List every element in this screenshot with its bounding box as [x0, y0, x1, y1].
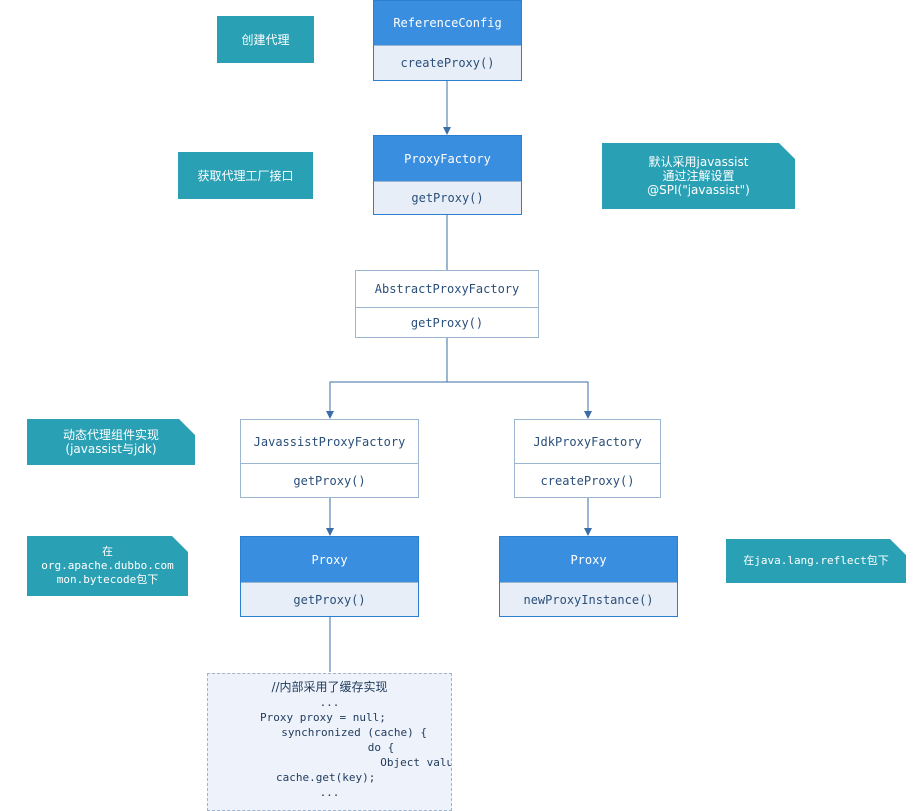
jdk-proxy-box: Proxy newProxyInstance() [499, 536, 678, 617]
abstract-proxy-factory-box: AbstractProxyFactory getProxy() [355, 270, 539, 338]
note-bytecode-package-line-1: 在 [102, 545, 113, 558]
javassist-proxy-method: getProxy() [241, 582, 418, 616]
note-get-factory-text: 获取代理工厂接口 [197, 168, 294, 183]
code-line: ... [319, 696, 340, 709]
note-default-javassist-line-3: @SPI("javassist") [647, 183, 750, 197]
note-default-javassist-line-1: 默认采用javassist [648, 155, 749, 169]
note-dynamic-proxy-line-2: (javassist与jdk) [65, 442, 157, 456]
reference-config-title: ReferenceConfig [374, 1, 521, 45]
proxy-factory-method: getProxy() [374, 181, 521, 214]
abstract-proxy-factory-title: AbstractProxyFactory [356, 271, 538, 307]
code-line: ... [319, 786, 340, 799]
proxy-factory-box: ProxyFactory getProxy() [373, 135, 522, 215]
note-create-proxy: 创建代理 [217, 16, 314, 63]
code-snippet-box: //内部采用了缓存实现 ... Proxy proxy = null; sync… [207, 673, 452, 811]
javassist-proxy-factory-box: JavassistProxyFactory getProxy() [240, 419, 419, 498]
line-abstract-to-impls [326, 338, 448, 419]
jdk-proxy-title: Proxy [500, 537, 677, 582]
jdk-proxy-factory-method: createProxy() [515, 463, 660, 497]
reference-config-method: createProxy() [374, 45, 521, 80]
reference-config-box: ReferenceConfig createProxy() [373, 0, 522, 81]
jdk-proxy-method: newProxyInstance() [500, 582, 677, 616]
note-dynamic-proxy-line-1: 动态代理组件实现 [62, 428, 159, 442]
javassist-proxy-factory-method: getProxy() [241, 463, 418, 497]
proxy-factory-title: ProxyFactory [374, 136, 521, 181]
abstract-proxy-factory-method: getProxy() [356, 307, 538, 337]
javassist-proxy-title: Proxy [241, 537, 418, 582]
jdk-proxy-factory-box: JdkProxyFactory createProxy() [514, 419, 661, 498]
note-bytecode-package-line-3: mon.bytecode包下 [56, 573, 159, 586]
note-default-javassist: 默认采用javassist 通过注解设置 @SPI("javassist") [602, 143, 795, 209]
code-line: Object value = [380, 756, 451, 769]
code-line: //内部采用了缓存实现 [271, 680, 388, 694]
javassist-proxy-box: Proxy getProxy() [240, 536, 419, 617]
note-create-proxy-text: 创建代理 [241, 32, 290, 47]
code-line: do { [328, 741, 395, 754]
note-bytecode-package-line-2: org.apache.dubbo.com [41, 559, 174, 572]
code-line: Proxy proxy = null; [260, 711, 386, 724]
note-reflect-package-text: 在java.lang.reflect包下 [743, 554, 889, 567]
code-line: cache.get(key); [276, 771, 376, 784]
note-dynamic-proxy: 动态代理组件实现 (javassist与jdk) [27, 419, 195, 465]
note-get-factory: 获取代理工厂接口 [178, 152, 313, 199]
jdk-proxy-factory-title: JdkProxyFactory [515, 420, 660, 463]
line-abstract-to-jdk [447, 381, 592, 419]
note-reflect-package: 在java.lang.reflect包下 [726, 539, 906, 583]
code-line: synchronized (cache) { [268, 726, 427, 739]
javassist-proxy-factory-title: JavassistProxyFactory [241, 420, 418, 463]
note-bytecode-package: 在 org.apache.dubbo.com mon.bytecode包下 [27, 536, 188, 596]
note-default-javassist-line-2: 通过注解设置 [662, 169, 735, 183]
